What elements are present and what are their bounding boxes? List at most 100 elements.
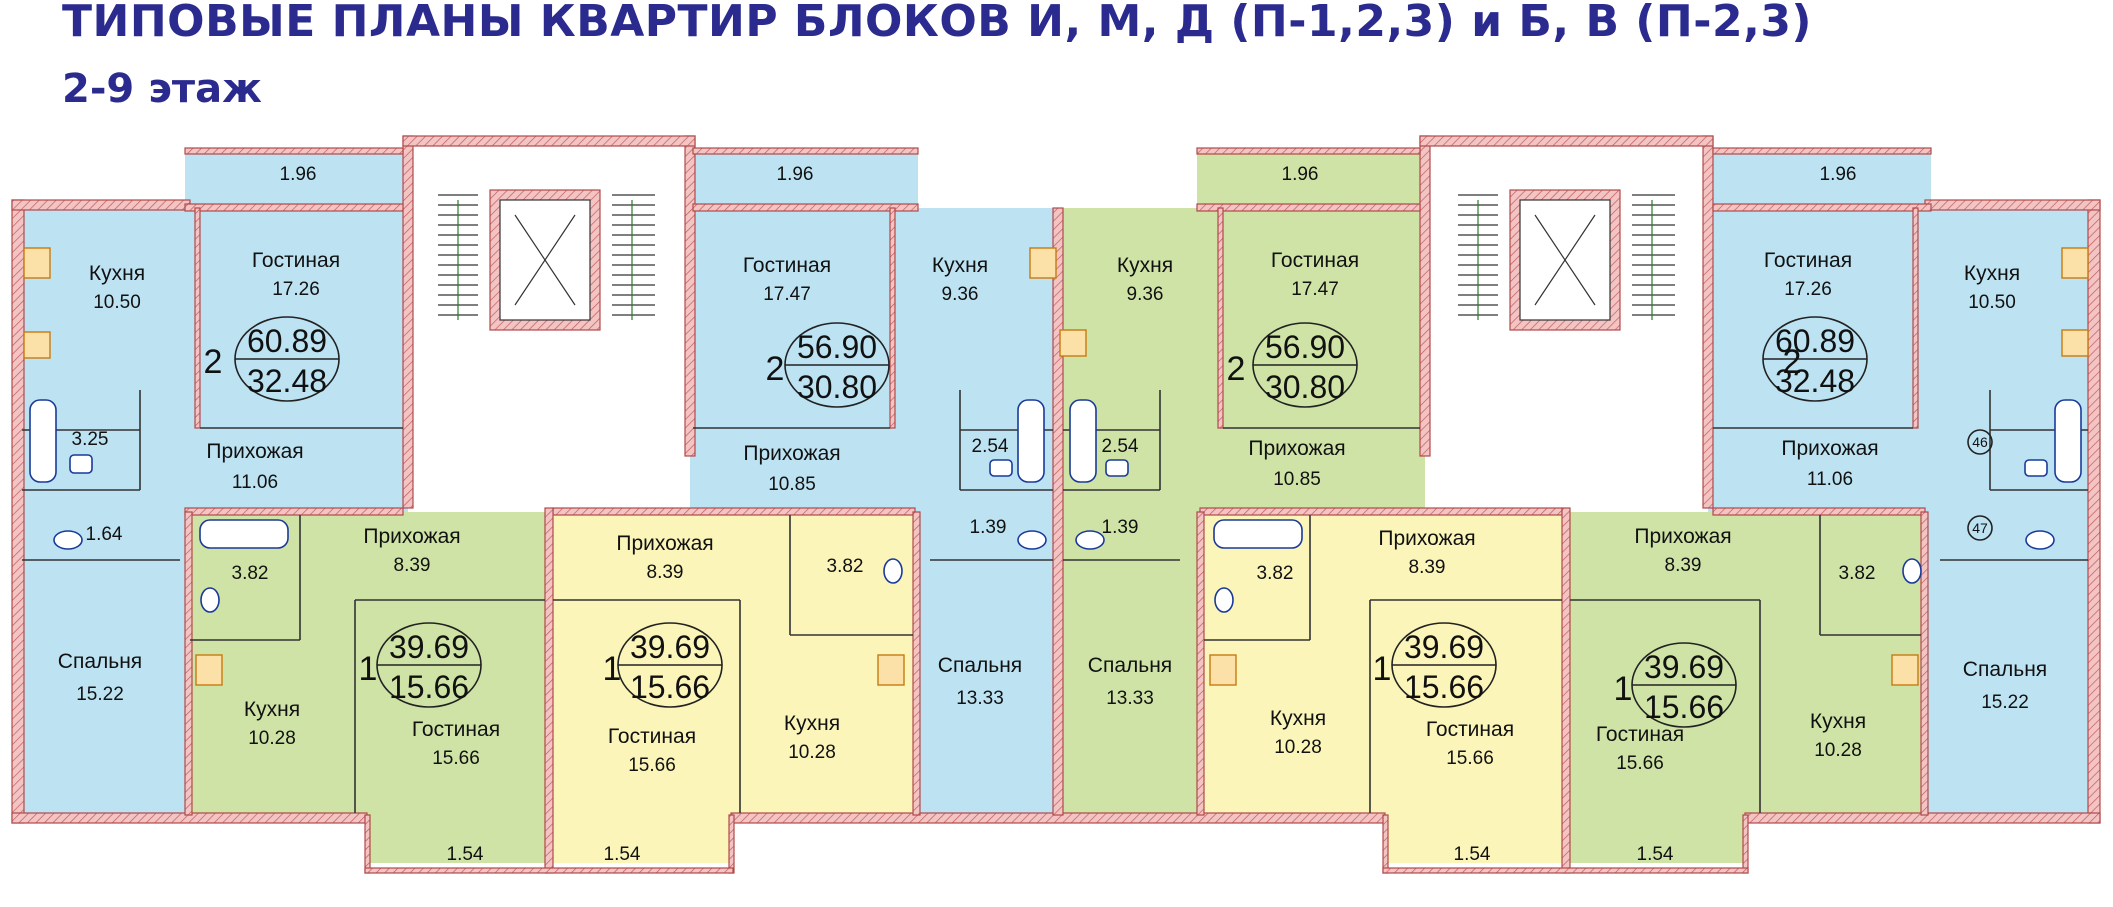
- b2-living-area: 15.66: [628, 755, 676, 776]
- b3-bath-area: 3.82: [1257, 563, 1294, 584]
- b1-hall-area: 8.39: [394, 555, 431, 576]
- a2-bedroom-label: Спальня: [938, 654, 1022, 677]
- floor-plan: 1.96 1.96 1.96 1.96 1.54 1.54 1.54 1.54 …: [11, 135, 2101, 874]
- b3-rooms: 1: [1373, 650, 1392, 688]
- stove-icon: [1029, 247, 1057, 279]
- a4-living-total: 32.48: [1775, 363, 1855, 399]
- b4-kitchen-area: 10.28: [1814, 740, 1862, 761]
- a4-hall-label: Прихожая: [1781, 437, 1878, 460]
- b1-kitchen-area: 10.28: [248, 728, 296, 749]
- stove-icon: [1059, 329, 1087, 357]
- b1-total-area: 39.69: [389, 629, 469, 665]
- bathtub-icon: [1213, 519, 1303, 549]
- a3-living-area: 17.47: [1291, 279, 1339, 300]
- a3-rooms: 2: [1227, 350, 1246, 388]
- a3-hall-area: 10.85: [1273, 469, 1321, 490]
- a2-total-area: 56.90: [797, 329, 877, 365]
- a4-bedroom-label: Спальня: [1963, 658, 2047, 681]
- b2-total-area: 39.69: [630, 629, 710, 665]
- b2-kitchen-label: Кухня: [784, 712, 840, 735]
- stove-icon: [2061, 329, 2089, 357]
- b3-kitchen-label: Кухня: [1270, 707, 1326, 730]
- a2-living-area: 17.47: [763, 284, 811, 305]
- b3-kitchen-area: 10.28: [1274, 737, 1322, 758]
- stairwell-2: [1458, 189, 1675, 331]
- b1-rooms: 1: [359, 650, 378, 688]
- bottom-balcony-4: [1570, 815, 1745, 863]
- a2-wc-area: 1.39: [970, 517, 1007, 538]
- toilet-icon: [2025, 530, 2055, 550]
- b4-bath-area: 3.82: [1839, 563, 1876, 584]
- stoves: [23, 247, 2089, 686]
- a2-hall-area: 10.85: [768, 474, 816, 495]
- toilet-icon: [53, 530, 83, 550]
- plan-title: ТИПОВЫЕ ПЛАНЫ КВАРТИР БЛОКОВ И, М, Д (П-…: [62, 0, 1813, 47]
- bottom-balcony-4-area: 1.54: [1637, 844, 1674, 865]
- apartment-b3-area: [1200, 512, 1562, 815]
- stove-icon: [195, 654, 223, 686]
- interior-partitions: [22, 390, 2088, 813]
- bottom-balcony-2: [553, 815, 731, 863]
- a1-living-total: 32.48: [247, 363, 327, 399]
- b1-living-label: Гостиная: [412, 718, 500, 741]
- stove-icon: [1891, 654, 1919, 686]
- balcony-1-area: 1.96: [280, 164, 317, 185]
- a1-hall-label: Прихожая: [206, 440, 303, 463]
- a3-bedroom-area: 13.33: [1106, 688, 1154, 709]
- a3-wc-area: 1.39: [1102, 517, 1139, 538]
- b2-bath-area: 3.82: [827, 556, 864, 577]
- fixtures: [29, 399, 2082, 613]
- sink-icon: [989, 459, 1013, 477]
- toilet-icon: [1075, 530, 1105, 550]
- a4-total-area: 60.89: [1775, 323, 1855, 359]
- bathtub-icon: [1017, 399, 1045, 483]
- a4-wc-number: 47: [1972, 520, 1988, 536]
- b3-total-area: 39.69: [1404, 629, 1484, 665]
- a1-bedroom-label: Спальня: [58, 650, 142, 673]
- b3-living-label: Гостиная: [1426, 718, 1514, 741]
- a4-bath-number: 46: [1972, 434, 1988, 450]
- b2-living-total: 15.66: [630, 669, 710, 705]
- b4-kitchen-label: Кухня: [1810, 710, 1866, 733]
- a1-bath-area: 3.25: [72, 429, 109, 450]
- a4-bedroom-area: 15.22: [1981, 692, 2029, 713]
- b4-hall-area: 8.39: [1665, 555, 1702, 576]
- bottom-balcony-1-area: 1.54: [447, 844, 484, 865]
- stove-icon: [1209, 654, 1237, 686]
- apartment-b2-area: [553, 512, 915, 815]
- b4-hall-label: Прихожая: [1634, 525, 1731, 548]
- bottom-balcony-1: [367, 815, 545, 863]
- a4-kitchen-area: 10.50: [1968, 292, 2016, 313]
- a4-living-area: 17.26: [1784, 279, 1832, 300]
- b3-living-total: 15.66: [1404, 669, 1484, 705]
- bathtub-icon: [29, 399, 57, 483]
- a1-living-label: Гостиная: [252, 249, 340, 272]
- floor-subtitle: 2-9 этаж: [62, 66, 262, 112]
- b2-rooms: 1: [603, 650, 622, 688]
- b3-living-area: 15.66: [1446, 748, 1494, 769]
- b1-bath-area: 3.82: [232, 563, 269, 584]
- b1-kitchen-label: Кухня: [244, 698, 300, 721]
- stove-icon: [23, 247, 51, 279]
- balcony-2-area: 1.96: [777, 164, 814, 185]
- balcony-3: [1197, 153, 1420, 208]
- b1-living-area: 15.66: [432, 748, 480, 769]
- b4-living-area: 15.66: [1616, 753, 1664, 774]
- toilet-icon: [200, 587, 220, 613]
- a3-hall-label: Прихожая: [1248, 437, 1345, 460]
- area-ovals: [234, 316, 1993, 728]
- a2-rooms: 2: [766, 350, 785, 388]
- balcony-3-area: 1.96: [1282, 164, 1319, 185]
- toilet-icon: [1017, 530, 1047, 550]
- a2-hall-label: Прихожая: [743, 442, 840, 465]
- a4-hall-area: 11.06: [1807, 469, 1853, 490]
- bottom-balcony-3-area: 1.54: [1454, 844, 1491, 865]
- stove-icon: [2061, 247, 2089, 279]
- sink-icon: [2024, 459, 2048, 477]
- bathtub-icon: [1069, 399, 1097, 483]
- a2-bedroom-area: 13.33: [956, 688, 1004, 709]
- b4-living-total: 15.66: [1644, 689, 1724, 725]
- a2-kitchen-area: 9.36: [942, 284, 979, 305]
- bathtub-icon: [199, 519, 289, 549]
- a1-kitchen-label: Кухня: [89, 262, 145, 285]
